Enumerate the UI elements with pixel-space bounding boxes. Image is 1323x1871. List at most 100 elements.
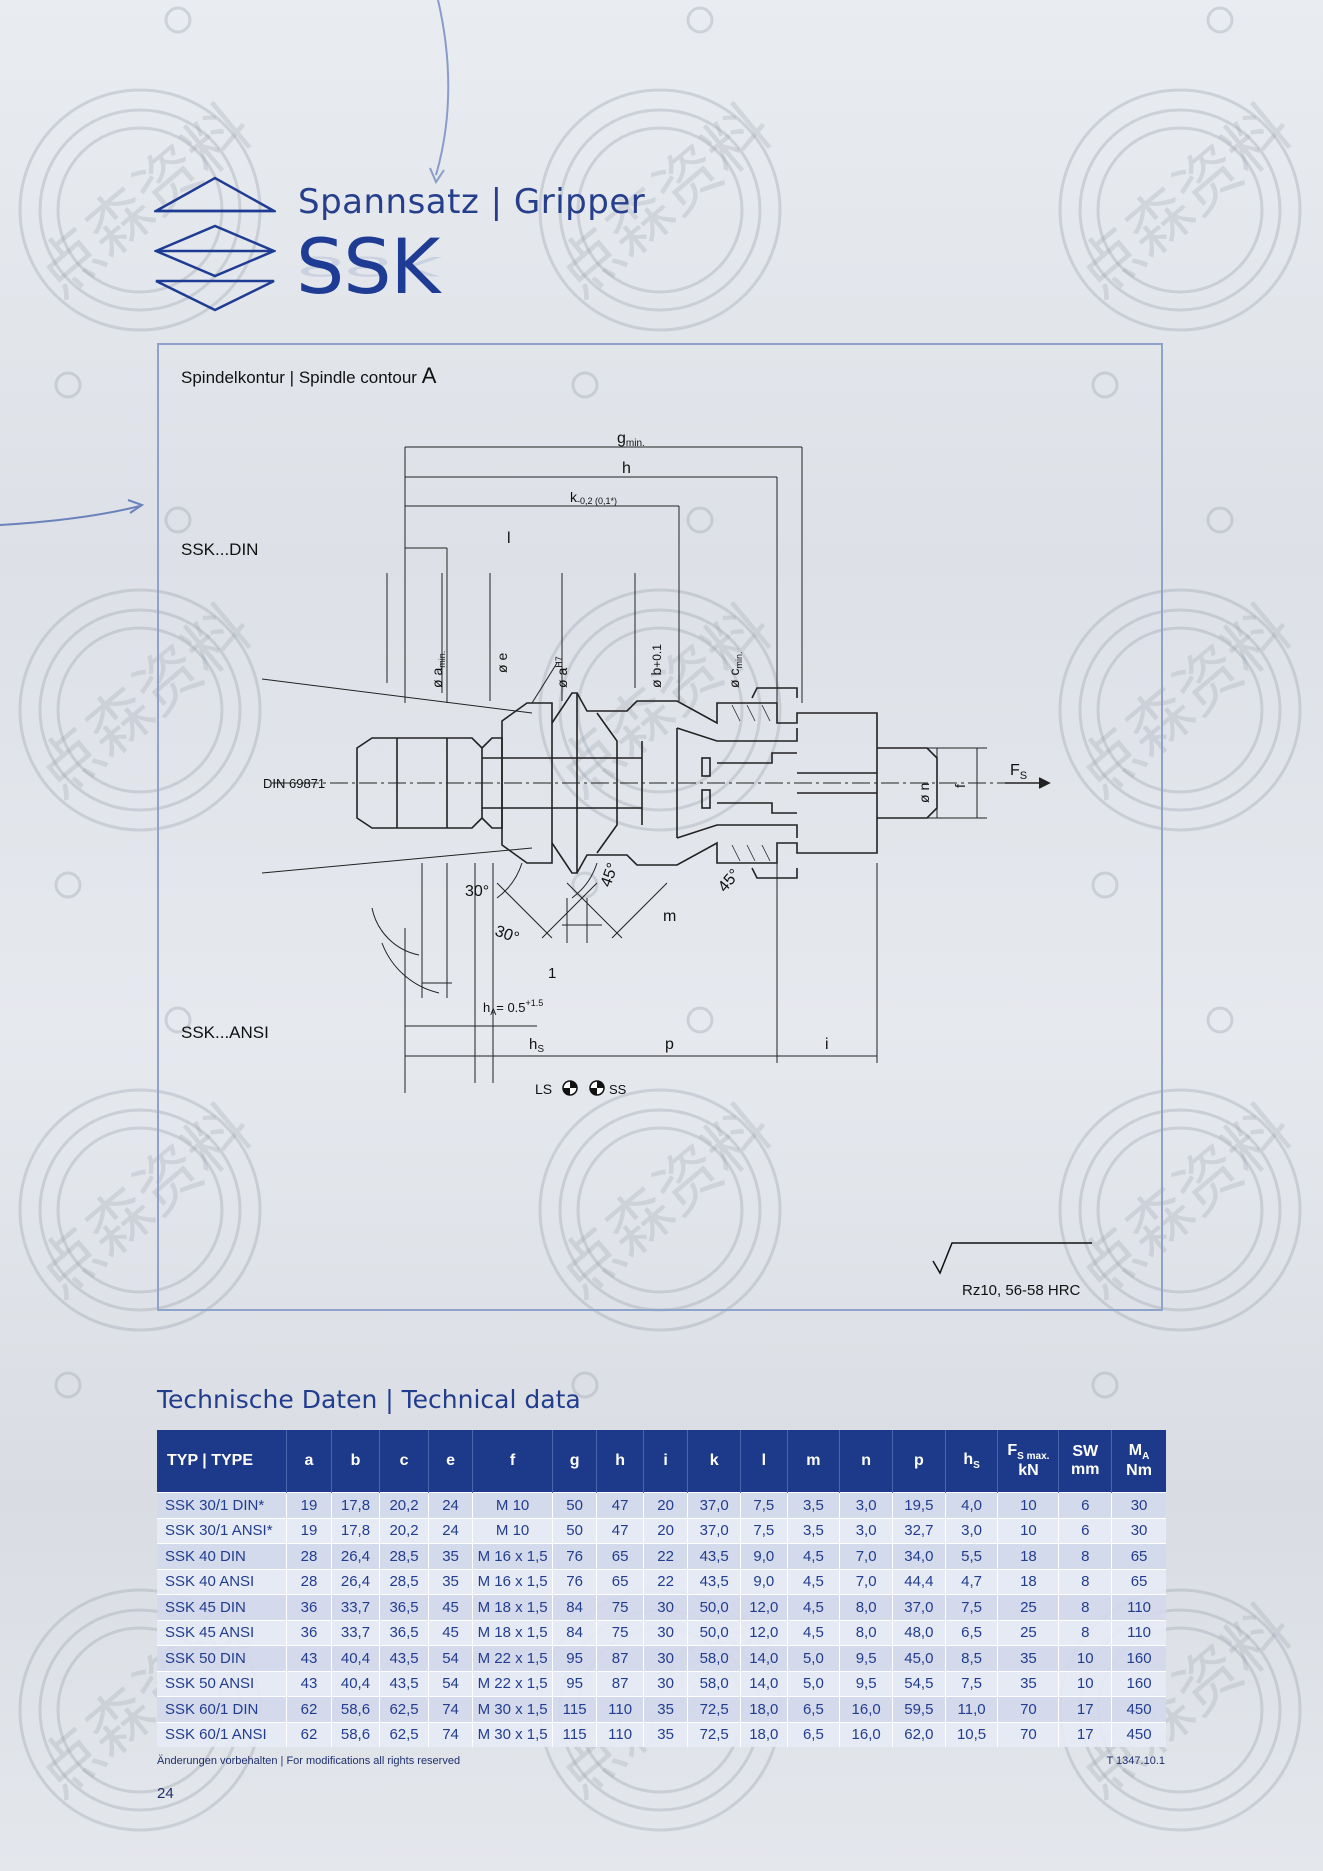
drawing-frame <box>157 343 1163 1311</box>
table-cell: 12,0 <box>740 1594 788 1620</box>
table-cell: 74 <box>427 1721 473 1747</box>
table-cell: 76 <box>551 1568 597 1595</box>
table-cell: 9,5 <box>839 1645 893 1671</box>
table-cell: 36 <box>286 1594 332 1620</box>
header-title-reflection: SSK <box>296 250 440 282</box>
table-cell: 5,0 <box>786 1670 840 1697</box>
table-cell: 54 <box>427 1645 473 1671</box>
table-cell: 50,0 <box>687 1619 741 1646</box>
table-cell: 43,5 <box>379 1670 429 1697</box>
table-cell: 37,0 <box>687 1492 741 1518</box>
table-cell: 33,7 <box>330 1619 380 1646</box>
col-c: c <box>379 1430 429 1493</box>
col-b: b <box>330 1430 380 1493</box>
table-cell: 95 <box>551 1670 597 1697</box>
table-cell: 4,7 <box>944 1568 998 1595</box>
angle-45-left: 45° <box>598 861 622 890</box>
table-cell: 24 <box>427 1517 473 1544</box>
table-cell: M 22 x 1,5 <box>472 1670 553 1697</box>
table-cell: 9,0 <box>740 1543 788 1569</box>
table-cell: 30 <box>1111 1492 1166 1518</box>
table-cell: 8,0 <box>839 1594 893 1620</box>
table-cell: 59,5 <box>891 1696 946 1722</box>
dim-e: ø e <box>494 653 510 673</box>
table-cell-type: SSK 50 ANSI <box>157 1670 287 1697</box>
table-cell: 40,4 <box>330 1645 380 1671</box>
table-cell: 95 <box>551 1645 597 1671</box>
table-cell-type: SSK 60/1 ANSI <box>157 1721 287 1747</box>
table-cell: 110 <box>1111 1594 1166 1620</box>
table-cell: 50 <box>551 1492 597 1518</box>
table-cell: 58,6 <box>330 1721 380 1747</box>
table-cell: 35 <box>997 1670 1059 1697</box>
angle-30-lower: 30° <box>493 923 522 947</box>
table-cell: 7,0 <box>839 1543 893 1569</box>
decorative-arrows <box>0 0 450 526</box>
table-cell: 8 <box>1058 1568 1112 1595</box>
table-cell: M 10 <box>472 1492 553 1518</box>
table-cell: 450 <box>1111 1696 1166 1722</box>
table-cell: 30 <box>642 1670 688 1697</box>
table-cell: 20,2 <box>379 1517 429 1544</box>
table-cell: M 18 x 1,5 <box>472 1619 553 1646</box>
dim-h: h <box>622 460 631 477</box>
dim-k: k-0,2 (0,1*) <box>570 489 617 506</box>
table-cell: 45,0 <box>891 1645 946 1671</box>
table-cell: M 30 x 1,5 <box>472 1721 553 1747</box>
dim-c-min: ø cmin. <box>726 652 744 688</box>
table-cell: 20,2 <box>379 1492 429 1518</box>
table-cell: 17,8 <box>330 1517 380 1544</box>
table-cell: M 30 x 1,5 <box>472 1696 553 1722</box>
table-cell: 47 <box>596 1492 644 1518</box>
table-cell: 16,0 <box>839 1721 893 1747</box>
table-cell: M 10 <box>472 1517 553 1544</box>
table-cell: 76 <box>551 1543 597 1569</box>
table-cell: 35 <box>997 1645 1059 1671</box>
table-cell: 4,5 <box>786 1543 840 1569</box>
table-cell: 8 <box>1058 1543 1112 1569</box>
table-cell: 84 <box>551 1594 597 1620</box>
table-cell: 7,5 <box>740 1492 788 1518</box>
col-i: i <box>642 1430 688 1493</box>
table-cell: 30 <box>642 1645 688 1671</box>
table-cell: 28 <box>286 1543 332 1569</box>
table-cell: 5,0 <box>786 1645 840 1671</box>
table-cell-type: SSK 45 DIN <box>157 1594 287 1620</box>
angle-45-right: 45° <box>715 866 744 895</box>
table-cell: 43 <box>286 1645 332 1671</box>
table-cell: 6,5 <box>786 1696 840 1722</box>
table-cell: 32,7 <box>891 1517 946 1544</box>
table-cell: 74 <box>427 1696 473 1722</box>
page-number: 24 <box>157 1785 174 1802</box>
table-cell: 22 <box>642 1568 688 1595</box>
table-cell: 14,0 <box>740 1645 788 1671</box>
dim-l: l <box>507 530 511 547</box>
table-cell: 115 <box>551 1721 597 1747</box>
table-cell: 65 <box>1111 1568 1166 1595</box>
header-subtitle: Spannsatz | Gripper <box>298 182 646 222</box>
table-cell: 18,0 <box>740 1721 788 1747</box>
table-cell: 43,5 <box>687 1543 741 1569</box>
table-cell: 87 <box>596 1645 644 1671</box>
table-cell: 44,4 <box>891 1568 946 1595</box>
table-cell: 47 <box>596 1517 644 1544</box>
dim-1: 1 <box>548 965 556 982</box>
table-cell: 58,0 <box>687 1645 741 1671</box>
table-cell: 62,5 <box>379 1696 429 1722</box>
dim-ha: hA= 0.5+1.5 <box>483 998 543 1017</box>
table-cell: 110 <box>596 1721 644 1747</box>
table-cell: 65 <box>596 1568 644 1595</box>
dim-m: m <box>663 908 676 925</box>
table-cell: 54,5 <box>891 1670 946 1697</box>
table-cell: 14,0 <box>740 1670 788 1697</box>
table-cell: 110 <box>1111 1619 1166 1646</box>
table-cell: M 22 x 1,5 <box>472 1645 553 1671</box>
table-cell: 19,5 <box>891 1492 946 1518</box>
table-cell: 45 <box>427 1594 473 1620</box>
label-ssk-din: SSK...DIN <box>181 540 259 559</box>
table-cell: 65 <box>596 1543 644 1569</box>
